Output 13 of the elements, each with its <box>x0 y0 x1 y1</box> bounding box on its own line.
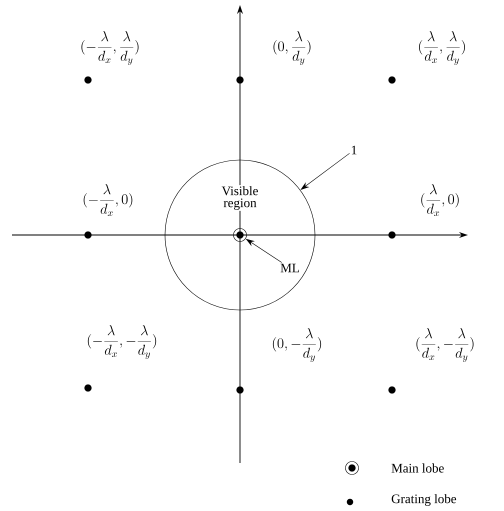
coordinate-label: $(0,\frac{\lambda}{d_y})$ <box>274 31 310 65</box>
main-lobe-marker <box>233 228 247 242</box>
coordinate-label: $(0,-\frac{\lambda}{d_y})$ <box>272 328 322 362</box>
coordinate-label: $(-\frac{\lambda}{d_x},-\frac{\lambda}{d_y})$ <box>88 325 156 359</box>
legend-text: Grating lobe <box>392 494 456 506</box>
coordinate-label: $(\frac{\lambda}{d_x},0)$ <box>421 184 459 216</box>
coordinate-label: $(-\frac{\lambda}{d_x},0)$ <box>84 184 132 216</box>
coordinate-label: $(-\frac{\lambda}{d_x},\frac{\lambda}{d_y})$ <box>81 31 139 65</box>
coordinate-label: $(\frac{\lambda}{d_x},-\frac{\lambda}{d_y})$ <box>416 328 474 362</box>
callout-label: 1 <box>352 146 356 154</box>
legend-text: Main lobe <box>392 463 444 473</box>
callout-label: ML <box>280 264 299 272</box>
coordinate-label: $(\frac{\lambda}{d_x},\frac{\lambda}{d_y})$ <box>419 31 465 65</box>
